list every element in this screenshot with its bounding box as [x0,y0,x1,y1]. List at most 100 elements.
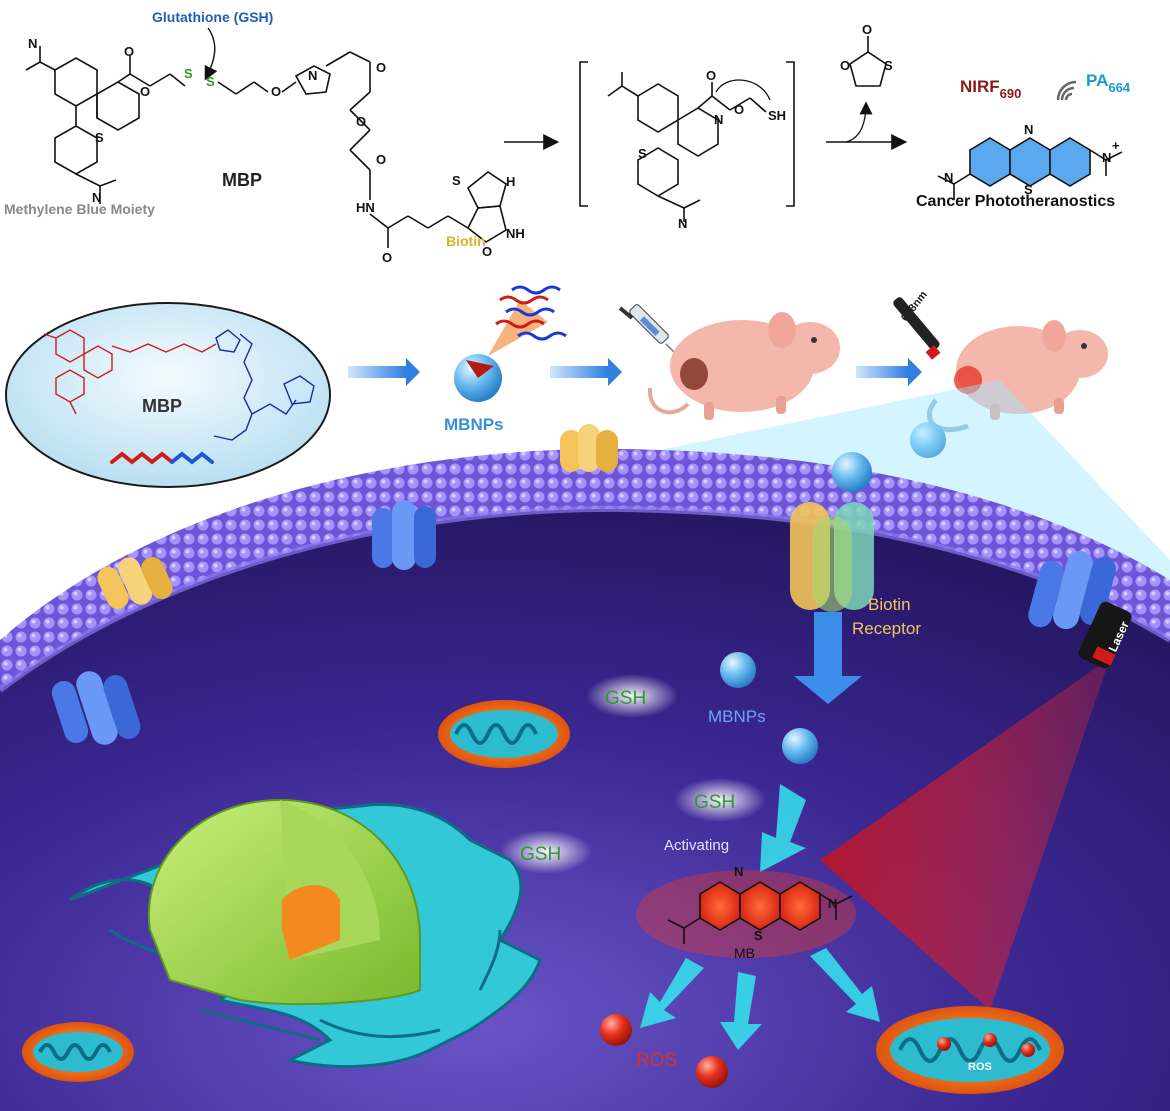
nucleus [147,798,421,1006]
mitochondrion-bottom-left [22,1022,134,1082]
gsh-label-2: GSH [694,792,735,813]
byproduct-s: S [884,58,893,73]
mbnp-internal-1 [720,652,756,688]
ros-arrow-left [640,958,704,1028]
biotin-receptor-label-1: Biotin [868,595,911,614]
mbnps-internal-label: MBNPs [708,707,766,726]
peg-o-3: O [376,152,386,167]
gsh-glow-3 [500,830,592,874]
biotin-h1: H [506,174,515,189]
syringe-icon [618,304,685,363]
sulfur-atom-2: S [206,74,215,89]
mbnp-near-mouse [910,422,946,458]
gsh-label: Glutathione (GSH) [152,9,273,25]
mbp-ellipse [5,302,331,488]
product-n-plus: N [1102,150,1111,165]
mbnps-label: MBNPs [444,415,504,434]
gsh-label-1: GSH [605,688,646,709]
peg-o-1: O [376,60,386,75]
byproduct-o-top: O [862,22,872,37]
pa-label: PA664 [1086,71,1131,95]
laser-device-icon [1078,601,1132,669]
mb-moiety-structure [25,46,186,204]
product-caption: Cancer Phototheranostics [916,193,1115,210]
biotin-s: S [452,173,461,188]
membrane-channel-blue-1 [372,500,436,570]
flow-arrow-3-head [908,358,922,386]
top-reaction-scheme: Glutathione (GSH) N S N O O S S [4,9,1131,265]
peg-o-2: O [356,114,366,129]
flow-arrow-1-shaft [348,366,406,378]
gsh-glow-2 [674,778,766,822]
mouse-icon-2 [926,320,1108,433]
int-carbonyl-o: O [706,68,716,83]
membrane-channel-blue-2 [51,671,141,745]
ros-arrow-middle [720,972,762,1050]
mb-n-plus: N [828,896,837,911]
intermediate-structure [579,61,795,222]
nirf-label: NIRF690 [960,77,1021,101]
activating-label: Activating [664,837,729,854]
mbnp-nanoparticle [454,285,567,402]
mb-n-top: N [734,864,743,879]
int-s: S [638,146,647,161]
red-wave-icon [110,451,174,465]
mouse-icon [647,312,840,420]
linker-chain [217,51,507,248]
amide-o: O [382,250,392,265]
mb-dimethyl-n-bottom: N [92,190,101,205]
ros-label: ROS [636,1050,677,1071]
mb-label: MB [734,945,755,961]
mbp-mini-structure [43,329,315,441]
mb-s-atom: S [95,130,104,145]
flow-arrow-2-head [608,358,622,386]
int-sh: SH [768,108,786,123]
flow-arrow-3-shaft [856,366,908,378]
mbnp-internal-2 [782,728,818,764]
biotin-receptor [790,502,874,612]
mbp-label: MBP [222,170,262,190]
sulfur-atom-1: S [184,66,193,81]
internalization-arrow [794,612,862,704]
ros-arrow-right [810,948,880,1022]
byproduct-arrow [845,101,873,143]
int-n-bottom: N [678,216,687,231]
amide-nh: HN [356,200,375,215]
mb-s: S [754,928,763,943]
laser-beam [820,658,1110,1010]
gsh-glow-1 [586,674,678,718]
mb-dimethyl-n-top: N [28,36,37,51]
signal-wave-icon [1056,80,1077,101]
int-o: O [734,102,744,117]
product-s: S [1024,182,1033,197]
biotin-nh: NH [506,226,525,241]
blue-wave-icon [170,451,214,465]
carbonyl-o: O [124,44,134,59]
byproduct-oxathiolanone [849,36,887,87]
product-n-left: N [944,170,953,185]
mb-moiety-label: Methylene Blue Moiety [4,201,155,217]
ellipse-mbp-label: MBP [142,396,182,416]
gsh-attack-arrow [204,27,218,81]
surface-receptor-gold-2 [97,557,173,609]
activating-arrow [760,784,806,872]
flow-arrow-1-head [406,358,420,386]
gsh-label-3: GSH [520,844,561,865]
product-methylene-blue: N S N + N [937,122,1123,200]
mitochondrion-target [876,1006,1064,1094]
ros-ball-1 [600,1014,632,1046]
surface-receptor-gold-1 [560,424,618,472]
biotin-label: Biotin [446,233,486,249]
biotin-receptor-label-2: Receptor [852,619,921,638]
ros-small-label: ROS [968,1061,992,1073]
inner-membrane-edge [0,505,1170,693]
mitochondrion-top [438,700,570,768]
mb-activated-structure [667,881,853,944]
laser-pen-icon [893,297,941,360]
flow-arrow-2-shaft [550,366,608,378]
biotin-o: O [482,244,492,259]
ether-o: O [271,84,281,99]
ester-o: O [140,84,150,99]
